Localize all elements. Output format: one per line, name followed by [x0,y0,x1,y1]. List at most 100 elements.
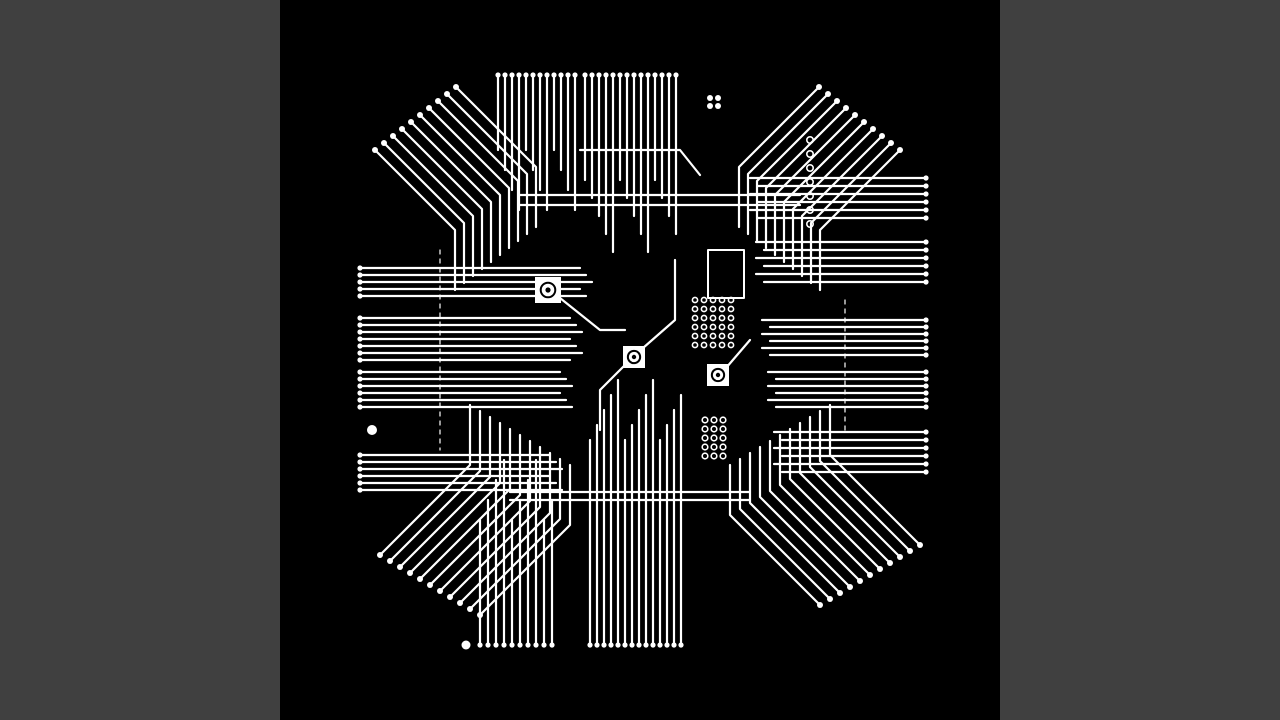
pad [608,642,614,648]
via-ring [700,305,708,313]
pad [357,265,363,271]
via-ring [709,332,717,340]
via-ring [691,332,699,340]
via-ring [701,434,709,442]
pad [923,453,929,459]
via-ring [701,443,709,451]
via-ring [700,332,708,340]
trace [764,106,848,250]
pad [923,239,929,245]
trace [828,403,922,547]
via-ring [805,150,814,159]
pad [643,642,649,648]
trace [809,141,893,285]
pad [877,566,883,572]
pad [617,72,623,78]
pad [629,642,635,648]
pad [923,352,929,358]
pad [357,343,363,349]
pad [407,570,413,576]
trace [468,457,562,611]
pad [917,542,923,548]
pad [827,596,833,602]
via-ring [691,323,699,331]
pad [357,322,363,328]
pad [509,642,515,648]
trace [778,433,872,577]
pad [636,642,642,648]
pad [435,98,441,104]
pad [582,72,588,78]
pad [897,554,903,560]
pad [437,588,443,594]
pad [461,640,471,650]
via-ring [727,305,735,313]
pad [390,133,396,139]
via-ring [805,220,814,229]
pad [923,390,929,396]
pad [544,72,550,78]
trace [373,148,457,292]
trace [758,445,852,589]
trace [818,148,902,292]
pad [707,95,713,101]
pad [558,72,564,78]
right-pillarbox [1000,0,1280,720]
chip-group [535,277,729,386]
via-ring [727,341,735,349]
trace [382,141,466,285]
pad [427,582,433,588]
pad [650,642,656,648]
pad [357,390,363,396]
via-ring [718,314,726,322]
pad [923,255,929,261]
pad [594,642,600,648]
via-ring [719,416,727,424]
pad [357,376,363,382]
via-ring [710,434,718,442]
via-ring [727,323,735,331]
pad [551,72,557,78]
pad [367,425,377,435]
pad [664,642,670,648]
trace [791,127,875,271]
pad [357,466,363,472]
via-ring [700,296,708,304]
trace [458,451,552,605]
pad [923,404,929,410]
pad [666,72,672,78]
pad [847,584,853,590]
trace [578,148,702,177]
pad [834,98,840,104]
pad [387,558,393,564]
via-ring [691,296,699,304]
trace [738,457,832,601]
trace [409,120,493,264]
pad [381,140,387,146]
pad [923,279,929,285]
pad [861,119,867,125]
pad [495,72,501,78]
pad [843,105,849,111]
via-ring [709,341,717,349]
trace [378,403,472,557]
pad [923,469,929,475]
trace [400,127,484,271]
chip [535,277,561,303]
via-ring [727,296,735,304]
pad [565,72,571,78]
trace [418,113,502,257]
pad [477,612,483,618]
trace [808,415,902,559]
pad [887,560,893,566]
trace [398,415,492,569]
pad [652,72,658,78]
trace [548,288,627,332]
trace [798,421,892,565]
pad [657,642,663,648]
via-ring [691,305,699,313]
pad [453,84,459,90]
trace [445,92,529,236]
via-ring [718,305,726,313]
